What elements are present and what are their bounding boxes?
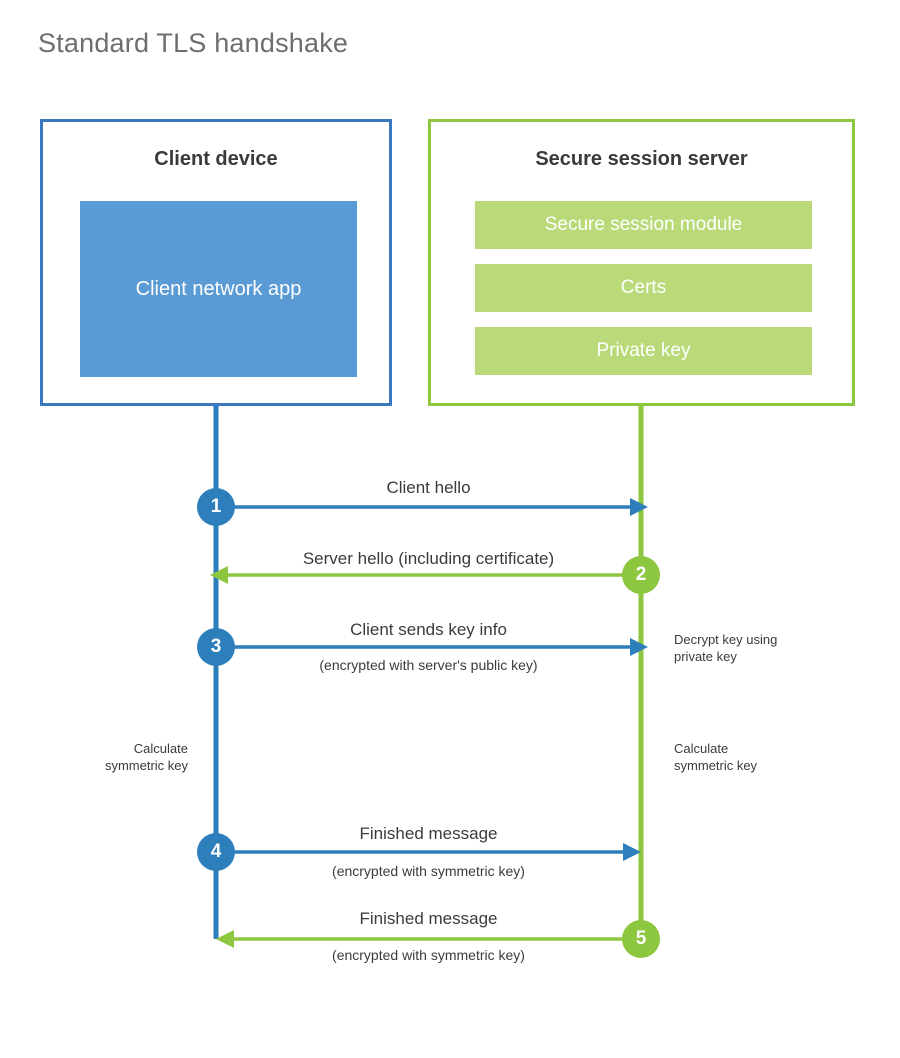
note-decrypt-key-line-2: private key <box>674 649 737 664</box>
client-network-app-block: Client network app <box>80 201 357 377</box>
arrow-step-2 <box>210 566 641 584</box>
message-sublabel-step-4: (encrypted with symmetric key) <box>332 863 525 879</box>
step-badge-3[interactable]: 3 <box>197 628 235 666</box>
note-server-calculate-symmetric-key: Calculate symmetric key <box>674 740 864 774</box>
message-label-step-1: Client hello <box>386 478 471 497</box>
client-device-title: Client device <box>154 148 278 170</box>
secure-session-server-box: Secure session server Secure session mod… <box>428 119 855 406</box>
server-component-certs: Certs <box>475 264 812 312</box>
step-badge-5[interactable]: 5 <box>622 920 660 958</box>
server-component-private-key: Private key <box>475 327 812 375</box>
page-title: Standard TLS handshake <box>38 28 349 58</box>
arrow-step-3 <box>216 638 648 656</box>
message-label-step-5: Finished message <box>359 909 498 928</box>
step-badge-1[interactable]: 1 <box>197 488 235 526</box>
secure-session-server-title: Secure session server <box>535 148 748 170</box>
arrow-step-4 <box>216 843 641 861</box>
message-label-step-2: Server hello (including certificate) <box>302 549 555 568</box>
message-sublabel-step-3: (encrypted with server's public key) <box>319 657 538 673</box>
server-component-secure-session-module: Secure session module <box>475 201 812 249</box>
note-client-calculate-line-2: symmetric key <box>104 758 188 773</box>
step-badge-2[interactable]: 2 <box>622 556 660 594</box>
message-sublabel-step-5: (encrypted with symmetric key) <box>332 947 525 963</box>
arrow-step-1 <box>216 498 648 516</box>
note-client-calculate-symmetric-key: Calculate symmetric key <box>20 740 188 774</box>
message-label-step-3: Client sends key info <box>350 620 507 639</box>
step-badge-4[interactable]: 4 <box>197 833 235 871</box>
client-device-box: Client device Client network app <box>40 119 392 406</box>
arrow-step-5 <box>216 930 641 948</box>
note-client-calculate-line-1: Calculate <box>133 741 188 756</box>
note-server-calculate-line-2: symmetric key <box>674 758 758 773</box>
note-server-calculate-line-1: Calculate <box>674 741 729 756</box>
note-decrypt-key-line-1: Decrypt key using <box>674 632 778 647</box>
note-decrypt-key: Decrypt key using private key <box>674 631 864 665</box>
message-label-step-4: Finished message <box>359 824 498 843</box>
